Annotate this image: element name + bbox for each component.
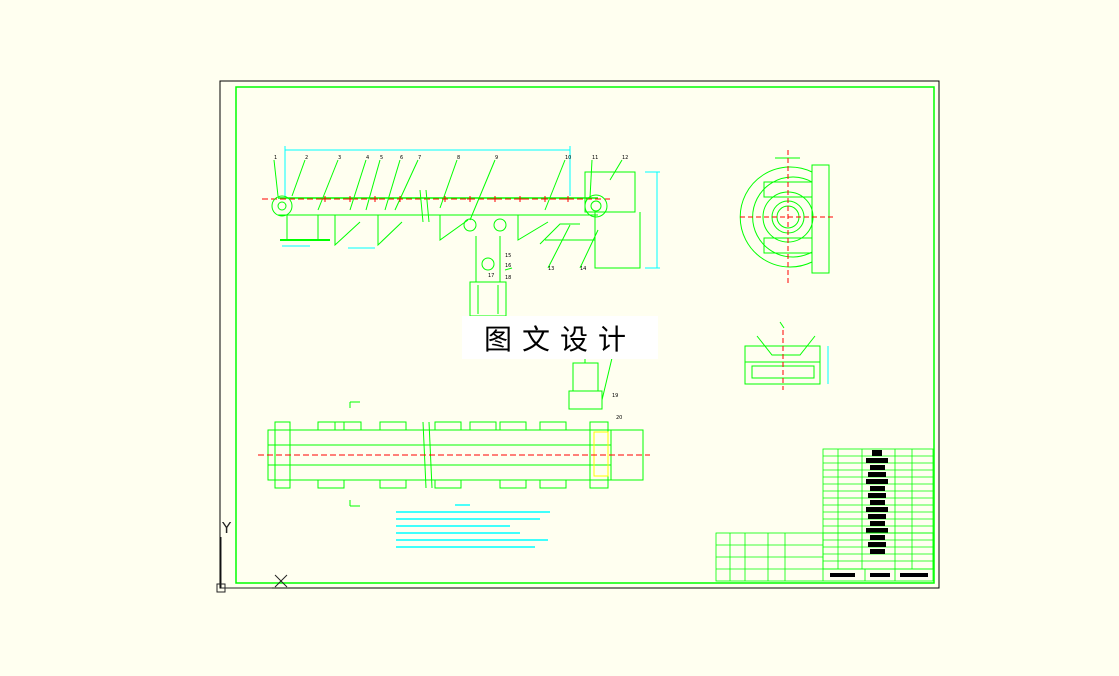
part-number-label: 17 [488,273,494,279]
watermark-banner: 图文设计 [462,316,658,359]
part-number-label: 7 [418,155,421,161]
part-number-label: 1 [274,155,277,161]
conveyor-plan-view [267,401,644,507]
part-number-label: 3 [338,155,341,161]
technical-notes [396,504,550,548]
ucs-icon [216,537,288,593]
end-view-centerlines [740,150,835,285]
part-number-label: 4 [366,155,369,161]
part-number-label: 12 [622,155,628,161]
part-number-label: 14 [580,266,586,272]
title-block-text [830,573,928,577]
head-end-view [739,157,830,274]
part-number-label: 5 [380,155,383,161]
title-block [715,532,934,582]
part-number-label: 19 [612,393,618,399]
ucs-y-label: Y [222,519,232,537]
paper-outer-frame [219,80,940,589]
part-number-label: 13 [548,266,554,272]
parts-list-entries [866,450,888,554]
part-number-label: 20 [616,415,622,421]
part-number-label: 11 [592,155,598,161]
part-number-label: 6 [400,155,403,161]
conveyor-side-view [262,146,660,269]
part-number-label: 16 [505,263,511,269]
drawing-border [235,86,935,584]
part-number-label: 2 [305,155,308,161]
part-number-label: 18 [505,275,511,281]
part-number-label: 8 [457,155,460,161]
part-number-label: 9 [495,155,498,161]
idler-section-view [744,321,829,385]
part-number-label: 10 [565,155,571,161]
idler-markers [322,196,571,202]
drive-highlight [593,431,609,477]
part-number-label: 15 [505,253,511,259]
